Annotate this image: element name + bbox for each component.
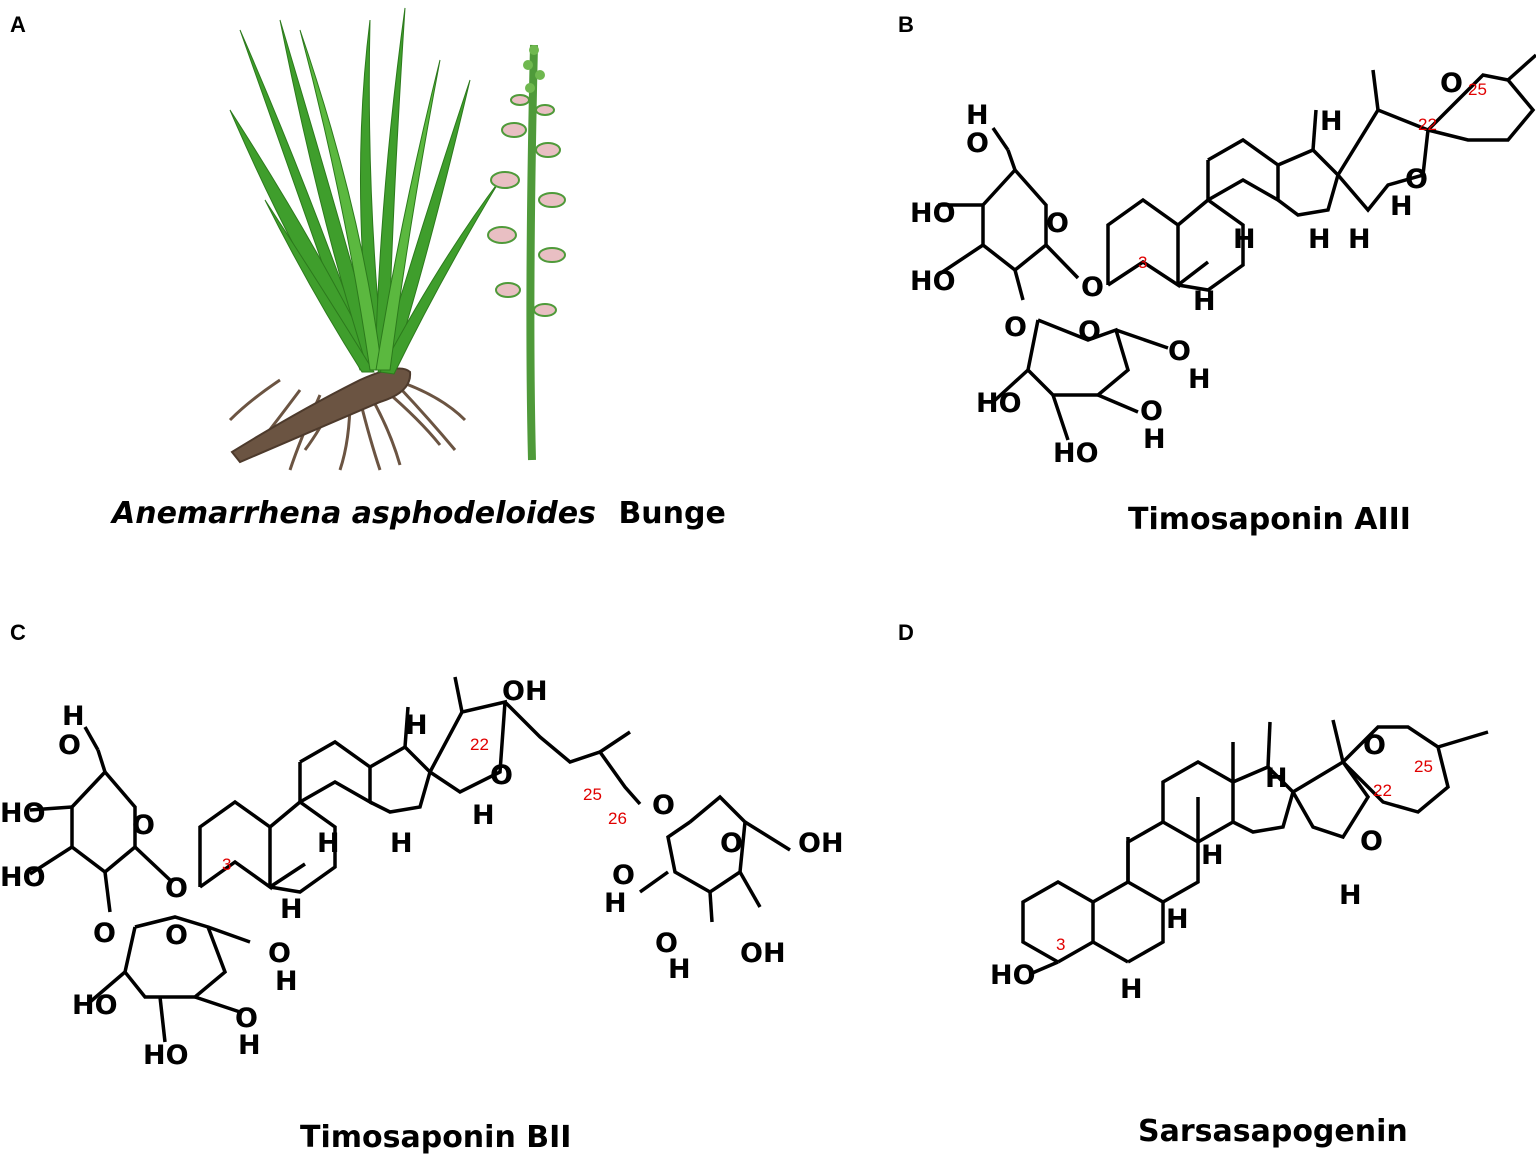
atom-o-ring-c2: O [165,920,188,951]
panel-letter-c: C [10,620,26,645]
atom-h-c4: H [280,894,303,925]
atom-o-link-b1: O [1081,272,1104,303]
atom-o-c1: O [58,730,81,761]
atom-ho-b3: HO [976,388,1022,419]
atom-h-c8: H [472,800,495,831]
label-c22-b: 22 [1418,115,1437,134]
leaves [229,7,501,375]
panel-d: D HO H H H H H O O 3 [768,582,1536,1163]
atom-ho-b1: HO [910,198,956,229]
atom-h-d4: H [1265,763,1288,794]
structure-timosaponin-bii: H O HO HO O O O O O H HO O H HO H H H H … [0,676,844,1071]
caption-d: Sarsasapogenin [1138,1114,1408,1149]
atom-ho-d1: HO [990,960,1036,991]
label-c22-c: 22 [470,735,489,754]
atom-h-b5: H [1193,286,1216,317]
atom-o-b5: O [1440,68,1463,99]
atom-h-c5: H [317,828,340,859]
atom-o-ring-c3: O [720,828,743,859]
atom-ho-b2: HO [910,266,956,297]
atom-h-d1: H [1120,974,1143,1005]
atom-ho-c2: HO [0,862,46,893]
caption-a: Anemarrhena asphodeloides Bunge [112,496,726,531]
bonds [29,676,791,1043]
atom-h-b6: H [1233,224,1256,255]
panel-c: C H O [0,582,844,1163]
atom-h-c10: H [668,954,691,985]
atom-h-c9: H [604,888,627,919]
label-c3-d: 3 [1056,935,1065,954]
atom-labels: H O HO HO O O O O O H HO O H HO H H H H … [0,676,844,1071]
atom-o-ring-c1: O [132,810,155,841]
rhizome [230,367,412,464]
atom-o-ring-b1: O [1046,208,1069,239]
atom-h-c7: H [405,710,428,741]
atom-o-c6: O [612,860,635,891]
label-c3-b: 3 [1138,253,1147,272]
panel-b: B [768,0,1536,581]
atom-h-b8: H [1320,106,1343,137]
atom-h-b3: H [1143,424,1166,455]
atom-o-link-b2: O [1004,312,1027,343]
atom-ho-c1: HO [0,798,46,829]
atom-h-b4: H [1348,224,1371,255]
panel-letter-b: B [898,12,914,37]
atom-o-b3: O [1140,396,1163,427]
caption-c: Timosaponin BII [300,1120,572,1155]
label-c26-c: 26 [608,809,627,828]
atom-labels: HO H H H H H O O 3 22 25 [990,730,1433,1005]
atom-ho-c3: HO [72,990,118,1021]
bonds [1021,719,1489,976]
panel-a: A [0,0,768,581]
atom-h-c6: H [390,828,413,859]
panel-letter-a: A [10,12,26,37]
atom-o-ring-b2: O [1078,316,1101,347]
atom-ho-b4: HO [1053,438,1099,469]
atom-o-d1: O [1360,826,1383,857]
atom-h-d2: H [1166,904,1189,935]
atom-o-c2: O [268,938,291,969]
structure-sarsasapogenin: HO H H H H H O O 3 22 25 [990,719,1489,1005]
flower-stalk [487,44,566,461]
atom-h-c2: H [275,966,298,997]
caption-a-species: Anemarrhena asphodeloides [112,496,596,531]
atom-h-d3: H [1201,840,1224,871]
atom-o-d2: O [1363,730,1386,761]
atom-ho-c4: HO [143,1040,189,1071]
atom-o-c7: O [655,928,678,959]
label-c22-d: 22 [1373,781,1392,800]
atom-h-b1: H [966,100,989,131]
atom-oh-c1: OH [502,676,548,707]
atom-o-link-c2: O [93,918,116,949]
atom-oh-c3: OH [740,938,786,969]
bonds [937,53,1536,441]
label-c3-c: 3 [222,855,231,874]
atom-h-b9: H [1390,191,1413,222]
atom-h-c1: H [62,701,85,732]
atom-o-c4: O [490,760,513,791]
atom-h-d5: H [1339,880,1362,911]
structure-timosaponin-aiii: H O HO HO O O O O O H HO O H HO H H H H … [910,53,1536,469]
label-c25-b: 25 [1468,80,1487,99]
atom-o-b2: O [1168,336,1191,367]
atom-oh-c2: OH [798,828,844,859]
atom-o-link-c1: O [165,873,188,904]
caption-a-author: Bunge [618,496,726,531]
atom-h-c3: H [238,1030,261,1061]
atom-h-b2: H [1188,364,1211,395]
plant-illustration [228,7,566,471]
caption-b: Timosaponin AIII [1128,502,1411,537]
atom-o-b1: O [966,128,989,159]
atom-o-c3: O [235,1003,258,1034]
label-c25-c: 25 [583,785,602,804]
atom-o-b4: O [1405,164,1428,195]
panel-letter-d: D [898,620,914,645]
atom-o-c5: O [652,790,675,821]
atom-labels: H O HO HO O O O O O H HO O H HO H H H H … [910,68,1487,469]
label-c25-d: 25 [1414,757,1433,776]
atom-h-b7: H [1308,224,1331,255]
